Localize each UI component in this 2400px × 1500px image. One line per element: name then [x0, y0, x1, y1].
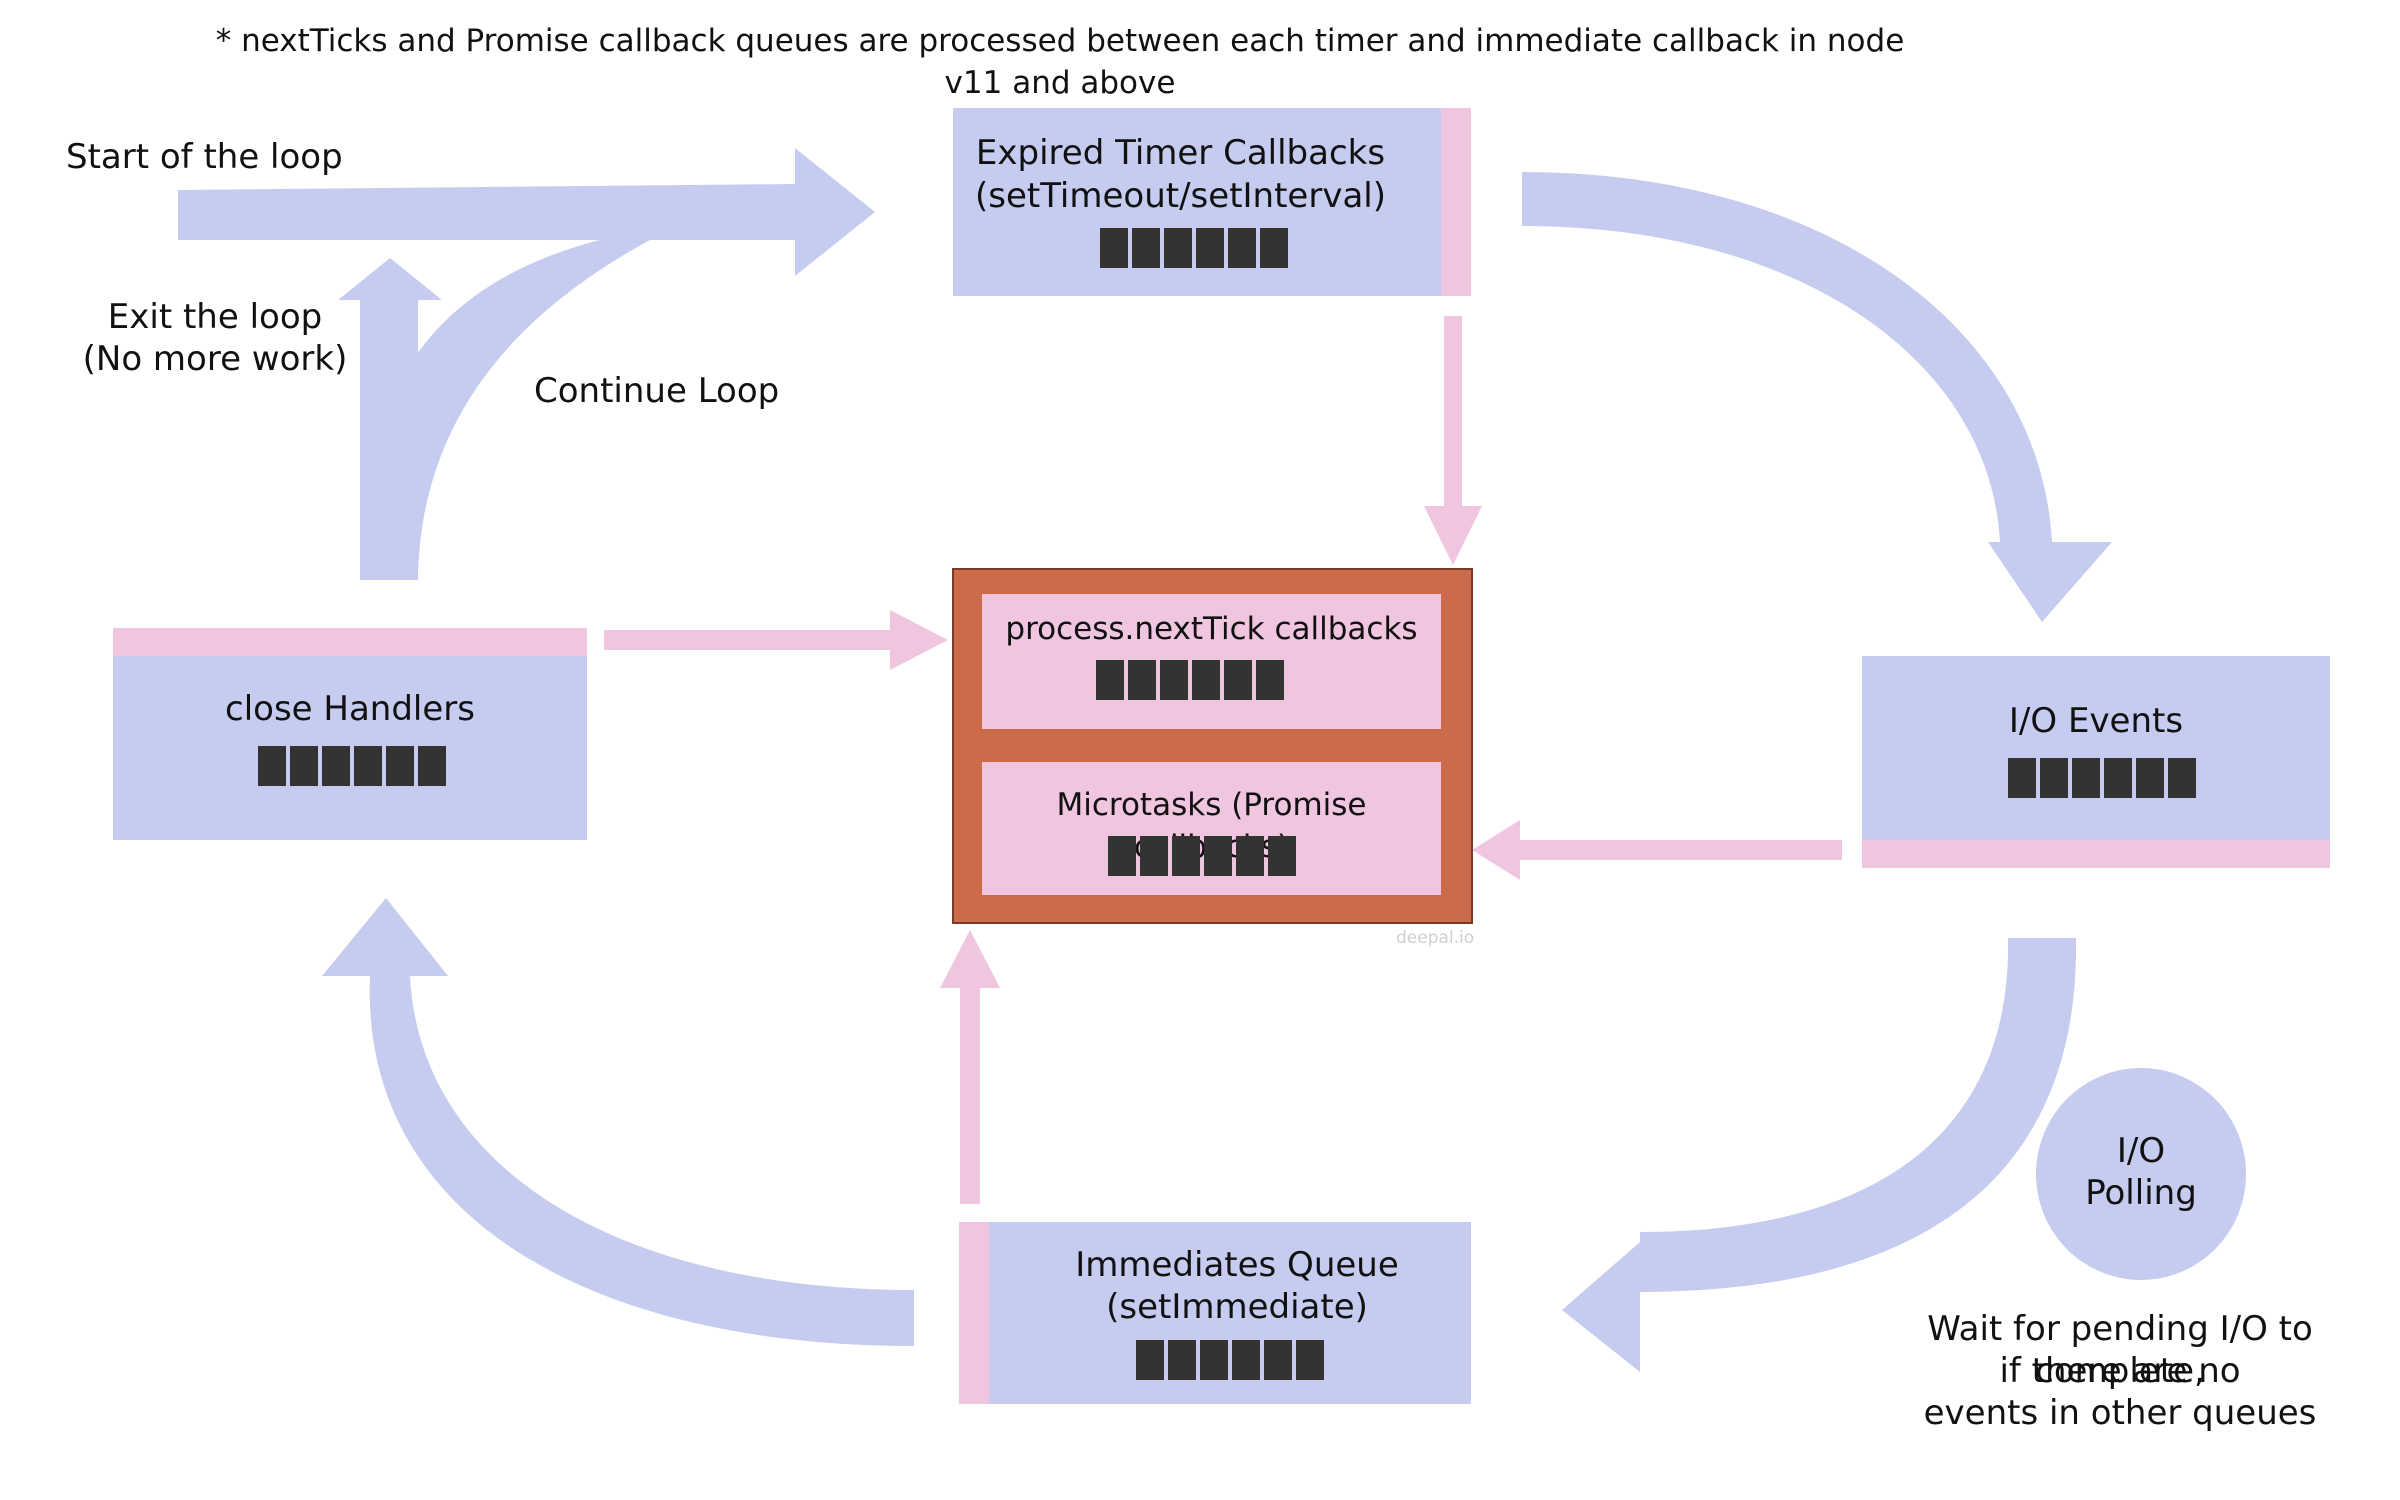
start-label: Start of the loop	[66, 137, 343, 177]
close-phase	[113, 656, 587, 840]
io-to-immediates-arrow	[1562, 938, 2077, 1372]
timers-microtask-marker	[1441, 108, 1471, 296]
close-title: close Handlers	[225, 689, 475, 729]
continue-label: Continue Loop	[534, 371, 780, 411]
immediates-to-microtasks-arrow	[940, 930, 1000, 1204]
close-microtask-marker	[113, 628, 587, 656]
io-to-microtasks-arrow	[1472, 820, 1842, 880]
promise-queue	[1108, 836, 1296, 876]
timers-to-microtasks-arrow	[1424, 316, 1482, 565]
io-polling-circle	[2036, 1068, 2246, 1280]
exit-label-line2: (No more work)	[82, 339, 348, 379]
immediates-phase	[989, 1222, 1471, 1404]
timers-subtitle: (setTimeout/setInterval)	[974, 176, 1386, 216]
wait-line3: events in other queues	[1923, 1393, 2317, 1433]
io-microtask-marker	[1862, 840, 2330, 868]
io-title: I/O Events	[2008, 701, 2184, 741]
io-phase	[1862, 656, 2330, 840]
polling-line2: Polling	[2085, 1173, 2197, 1213]
polling-line1: I/O	[2116, 1131, 2166, 1171]
immediates-queue	[1136, 1340, 1324, 1380]
next-tick-title: process.nextTick callbacks	[1005, 611, 1418, 647]
version-note: * nextTicks and Promise callback queues …	[215, 23, 1905, 101]
start-arrow	[178, 148, 875, 276]
immediates-to-close-arrow	[322, 898, 914, 1346]
wait-line1: Wait for pending I/O to complete,	[1927, 1309, 2313, 1391]
timers-title: Expired Timer Callbacks	[975, 133, 1386, 173]
timers-queue	[1100, 228, 1288, 268]
immediates-subtitle: (setImmediate)	[1106, 1287, 1368, 1327]
exit-label-line1: Exit the loop	[107, 297, 323, 337]
watermark: deepal.io	[1396, 928, 1475, 948]
next-tick-queue	[1096, 660, 1284, 700]
close-queue	[258, 746, 446, 786]
wait-line2: if there are no	[1999, 1351, 2241, 1391]
immediates-microtask-marker	[959, 1222, 989, 1404]
immediates-title: Immediates Queue	[1075, 1245, 1399, 1285]
exit-loop-arrow	[338, 258, 442, 580]
close-to-microtasks-arrow	[604, 610, 948, 670]
timers-to-io-arrow	[1522, 172, 2112, 622]
io-queue	[2008, 758, 2196, 798]
